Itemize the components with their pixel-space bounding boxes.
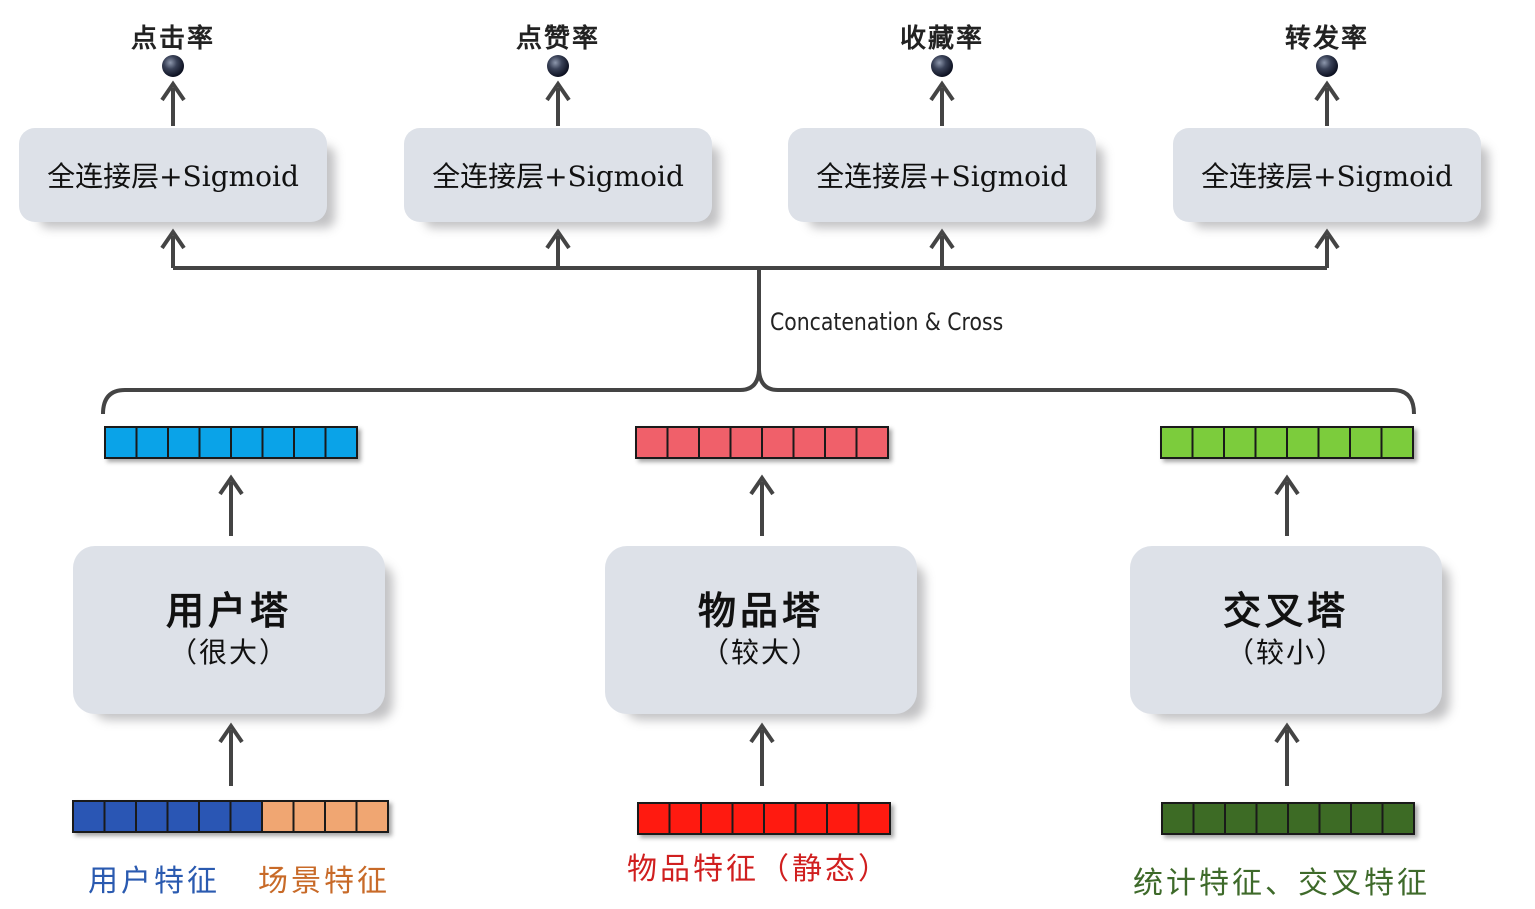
item-embedding-cell [729, 426, 763, 459]
tower-size: （较大） [700, 636, 821, 669]
user-embedding-cell [324, 426, 358, 459]
metric-label-like: 点赞率 [515, 24, 600, 54]
cross-embedding-cell [1380, 426, 1414, 459]
fc-head-label: 全连接层+Sigmoid [47, 160, 299, 193]
metric-label-share: 转发率 [1284, 24, 1369, 54]
item-feature-cell [731, 802, 765, 835]
output-node-click [162, 55, 184, 77]
output-node-collect [931, 55, 953, 77]
user-embedding-cell [261, 426, 295, 459]
item-feature-cell [763, 802, 797, 835]
user-scene-feature-cell [292, 800, 326, 833]
item-embedding-cell [824, 426, 858, 459]
item-feature-cell [700, 802, 734, 835]
item-tower: 物品塔 （较大） [605, 546, 917, 714]
user-scene-feature-cell [103, 800, 137, 833]
tower-size: （较小） [1225, 636, 1346, 669]
cross-tower: 交叉塔 （较小） [1130, 546, 1442, 714]
user-scene-feature-vector [72, 800, 389, 833]
cross-feature-cell [1192, 802, 1226, 835]
cross-feature-cell [1224, 802, 1258, 835]
concat-brace [101, 369, 1416, 415]
metric-label-collect: 收藏率 [899, 24, 984, 54]
tower-size: （很大） [168, 636, 289, 669]
item-embedding-cell [792, 426, 826, 459]
item-feature-cell [826, 802, 860, 835]
fc-head-label: 全连接层+Sigmoid [1201, 160, 1453, 193]
cross-embedding-cell [1191, 426, 1225, 459]
cross-feature-cell [1350, 802, 1384, 835]
fc-sigmoid-head-collect: 全连接层+Sigmoid [788, 128, 1096, 222]
tower-output-arrows [218, 474, 1300, 536]
user-scene-feature-cell [198, 800, 232, 833]
item-feature-vector [637, 802, 891, 835]
user-embedding-cell [198, 426, 232, 459]
fc-sigmoid-head-share: 全连接层+Sigmoid [1173, 128, 1481, 222]
item-embedding-cell [698, 426, 732, 459]
cross-embedding-cell [1160, 426, 1194, 459]
user-embedding-cell [293, 426, 327, 459]
concat-cross-label: Concatenation & Cross [770, 308, 1004, 336]
item-features-caption: 物品特征（静态） [627, 852, 891, 887]
cross-embedding-vector [1160, 426, 1414, 459]
cross-embedding-cell [1317, 426, 1351, 459]
user-features-caption: 用户特征 [88, 864, 220, 899]
fc-head-label: 全连接层+Sigmoid [816, 160, 1068, 193]
item-embedding-cell [635, 426, 669, 459]
cross-feature-cell [1318, 802, 1352, 835]
user-scene-feature-cell [324, 800, 358, 833]
user-scene-feature-cell [229, 800, 263, 833]
item-feature-cell [637, 802, 671, 835]
user-embedding-cell [230, 426, 264, 459]
cross-feature-cell [1381, 802, 1415, 835]
item-feature-cell [857, 802, 891, 835]
cross-features-caption: 统计特征、交叉特征 [1133, 866, 1430, 901]
cross-feature-cell [1255, 802, 1289, 835]
tower-title: 物品塔 [697, 588, 824, 633]
metric-label-click: 点击率 [130, 24, 215, 54]
user-tower: 用户塔 （很大） [73, 546, 385, 714]
user-embedding-cell [104, 426, 138, 459]
fc-sigmoid-head-like: 全连接层+Sigmoid [404, 128, 712, 222]
tower-title: 交叉塔 [1222, 588, 1349, 633]
output-node-share [1316, 55, 1338, 77]
stat-cross-feature-vector [1161, 802, 1415, 835]
user-embedding-vector [104, 426, 358, 459]
item-feature-cell [794, 802, 828, 835]
cross-embedding-cell [1286, 426, 1320, 459]
user-scene-feature-cell [261, 800, 295, 833]
user-scene-feature-cell [355, 800, 389, 833]
item-embedding-cell [666, 426, 700, 459]
fc-head-label: 全连接层+Sigmoid [432, 160, 684, 193]
item-feature-cell [668, 802, 702, 835]
head-input-connector [160, 228, 1340, 370]
user-scene-feature-cell [166, 800, 200, 833]
item-embedding-vector [635, 426, 889, 459]
cross-feature-cell [1287, 802, 1321, 835]
tower-input-arrows [218, 722, 1300, 786]
user-scene-feature-cell [72, 800, 106, 833]
user-embedding-cell [167, 426, 201, 459]
fc-sigmoid-head-click: 全连接层+Sigmoid [19, 128, 327, 222]
user-embedding-cell [135, 426, 169, 459]
head-output-arrows [160, 80, 1340, 126]
item-embedding-cell [855, 426, 889, 459]
cross-embedding-cell [1349, 426, 1383, 459]
item-embedding-cell [761, 426, 795, 459]
cross-embedding-cell [1223, 426, 1257, 459]
cross-feature-cell [1161, 802, 1195, 835]
user-scene-feature-cell [135, 800, 169, 833]
tower-title: 用户塔 [165, 588, 292, 633]
scene-features-caption: 场景特征 [258, 864, 390, 899]
output-node-like [547, 55, 569, 77]
cross-embedding-cell [1254, 426, 1288, 459]
